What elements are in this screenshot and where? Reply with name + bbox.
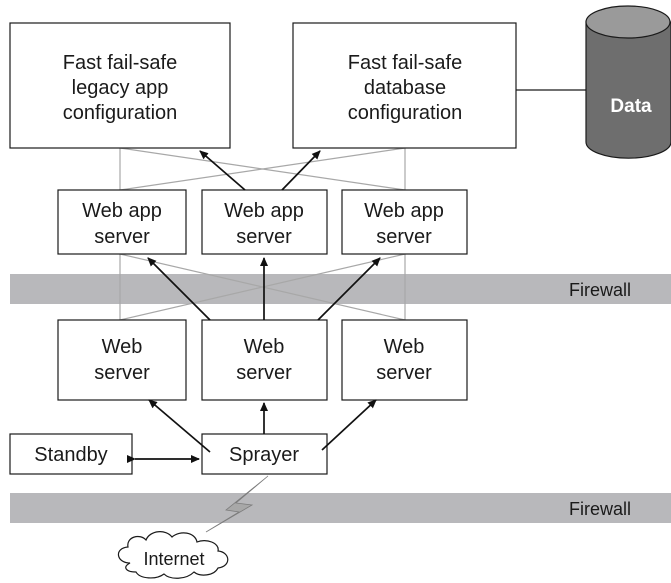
database-config-line-2: database (364, 77, 446, 99)
arrow-web2-to-app1 (147, 257, 211, 321)
app-server-1: Web app server (57, 189, 187, 255)
web-server-3-line-2: server (376, 362, 432, 384)
firewall-top-label: Firewall (569, 280, 631, 300)
legacy-config-box: Fast fail-safe legacy app configuration (9, 22, 231, 149)
web-server-2: Web server (201, 319, 328, 401)
web-server-1-line-2: server (94, 362, 150, 384)
connector-line (119, 147, 406, 191)
firewall-bottom-label: Firewall (569, 499, 631, 519)
web-server-1-line-1: Web (102, 336, 143, 358)
arrow-app2-to-legacy (199, 150, 246, 191)
firewall-bottom: Firewall (10, 493, 671, 523)
legacy-config-line-1: Fast fail-safe (63, 52, 177, 74)
database-config-box: Fast fail-safe database configuration (292, 22, 517, 149)
firewall-top: Firewall (10, 274, 671, 304)
app-server-3: Web app server (341, 189, 468, 255)
app-server-1-line-1: Web app (82, 200, 162, 222)
arrows (127, 150, 381, 463)
arrow-sprayer-to-web3 (321, 399, 377, 451)
arrow-web2-to-app3 (317, 257, 381, 321)
arrow-app2-to-database (281, 150, 321, 191)
cloud-icon (117, 531, 229, 579)
sprayer-label: Sprayer (229, 444, 299, 466)
data-cylinder: Data (585, 5, 671, 159)
data-cylinder-label: Data (610, 96, 652, 117)
web-server-3: Web server (341, 319, 468, 401)
lightning-bolt-icon (205, 475, 269, 533)
standby-label: Standby (34, 444, 107, 466)
web-server-3-line-1: Web (384, 336, 425, 358)
arrow-sprayer-to-web1 (148, 399, 211, 453)
app-server-2-line-1: Web app (224, 200, 304, 222)
internet-cloud: Internet (117, 531, 229, 579)
web-server-1: Web server (57, 319, 187, 401)
database-config-line-1: Fast fail-safe (348, 52, 462, 74)
internet-label: Internet (143, 549, 204, 569)
standby-box: Standby (9, 433, 133, 475)
web-server-2-line-2: server (236, 362, 292, 384)
app-server-2: Web app server (201, 189, 328, 255)
sprayer-box: Sprayer (201, 433, 328, 475)
web-server-2-line-1: Web (244, 336, 285, 358)
app-server-1-line-2: server (94, 226, 150, 248)
database-config-line-3: configuration (348, 102, 463, 124)
legacy-config-line-2: legacy app (72, 77, 169, 99)
firewall-bottom-band (10, 493, 671, 523)
connector-line (119, 253, 406, 321)
connector-lines (119, 89, 586, 321)
app-server-3-line-1: Web app (364, 200, 444, 222)
data-cylinder-body (585, 21, 671, 159)
legacy-config-line-3: configuration (63, 102, 178, 124)
data-cylinder-top (585, 5, 671, 39)
app-server-3-line-2: server (376, 226, 432, 248)
app-server-2-line-2: server (236, 226, 292, 248)
